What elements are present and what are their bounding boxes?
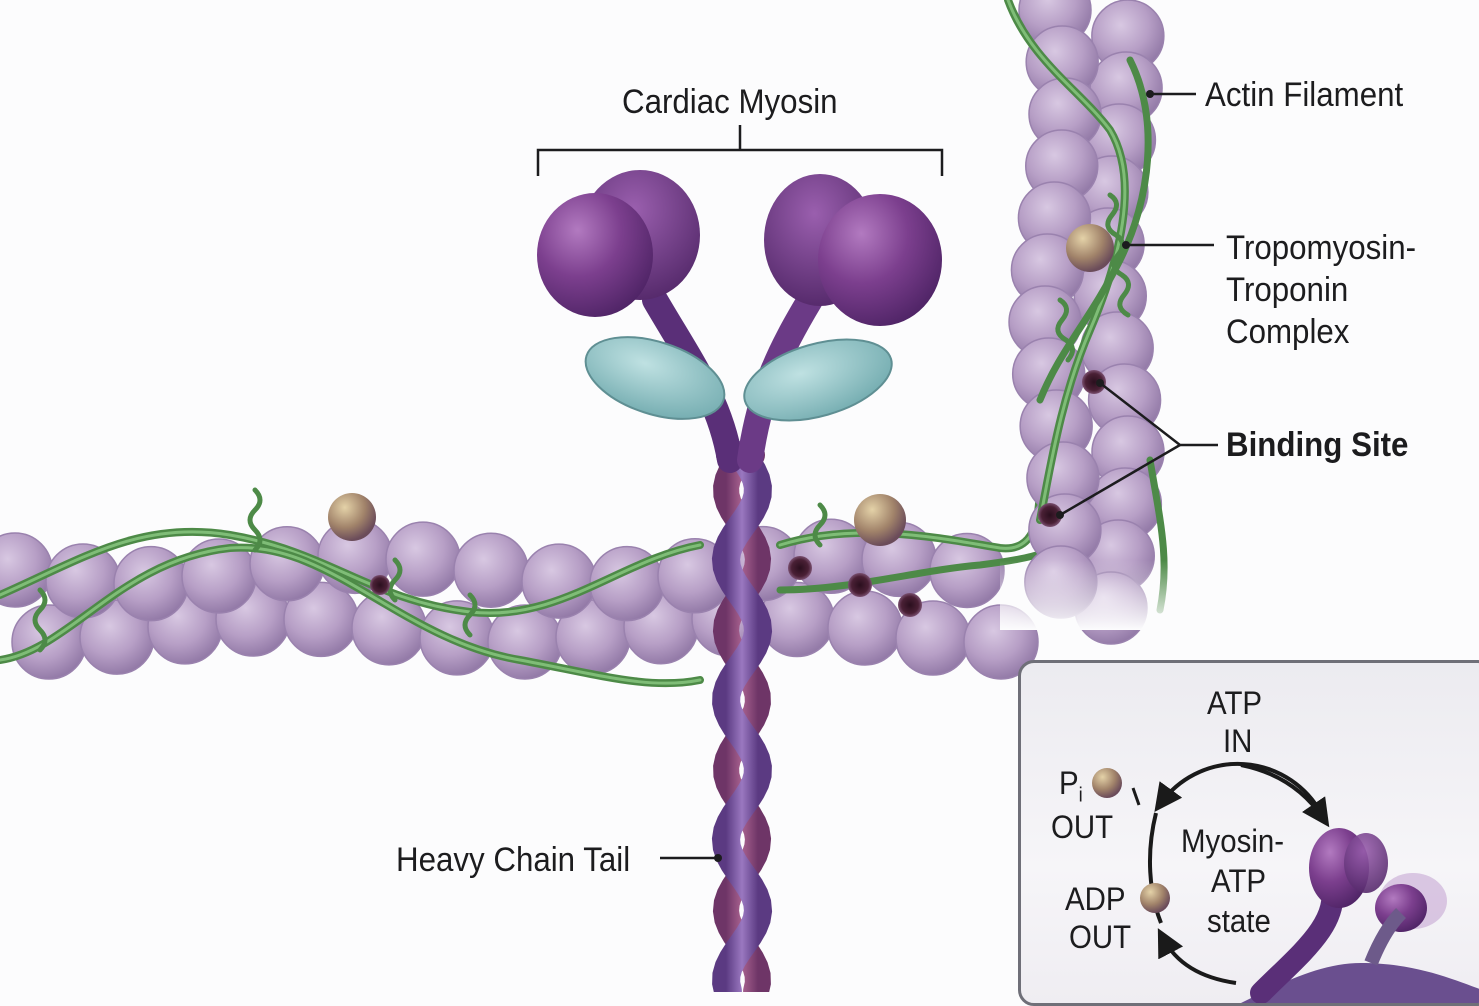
cycle-arrow-atp	[1240, 763, 1330, 828]
tropomyosin-label-line3: Complex	[1226, 313, 1350, 351]
binding-site-dot	[848, 573, 872, 597]
pi-symbol: P	[1059, 765, 1079, 801]
myosin-head-right-front	[818, 194, 942, 326]
cardiac-myosin-bracket	[536, 148, 944, 176]
myosin-molecule	[537, 170, 942, 992]
pi-subscript: i	[1078, 784, 1083, 807]
binding-site-dot	[1038, 503, 1062, 527]
state-label-line2: ATP	[1211, 863, 1267, 899]
adp-ball	[1140, 883, 1170, 913]
troponin-ball	[328, 493, 376, 541]
binding-site-dot	[370, 575, 390, 595]
state-label-line3: state	[1207, 903, 1271, 939]
cycle-arrow-bottom	[1157, 928, 1237, 985]
light-chain-right	[743, 338, 893, 422]
tropomyosin-label-line1: Tropomyosin-	[1226, 229, 1417, 267]
binding-site-dot	[788, 556, 812, 580]
leader-lines	[536, 92, 1218, 860]
myosin-head-left-front	[537, 193, 653, 317]
heavy-chain-tail	[711, 441, 773, 992]
troponin-ball	[1066, 224, 1114, 272]
binding-site-leader-2	[1059, 443, 1181, 517]
actin-bead	[827, 590, 903, 666]
binding-site-dot	[1082, 370, 1106, 394]
actin-filament-label: Actin Filament	[1205, 76, 1404, 114]
pi-out-word: OUT	[1051, 809, 1114, 845]
atp-cycle-inset: ATP IN Pi OUT ADP OUT Myosin- ATP state	[1018, 660, 1479, 1006]
atp-in-label-line1: ATP	[1207, 685, 1263, 721]
adp-out-label-line1: ADP	[1065, 881, 1126, 917]
vertical-tropomyosin-strands	[1004, 0, 1168, 614]
atp-in-label-line2: IN	[1223, 723, 1253, 759]
heavy-chain-tail-label: Heavy Chain Tail	[396, 841, 631, 879]
tropomyosin-label-line2: Troponin	[1226, 271, 1349, 309]
actin-bead	[453, 532, 529, 608]
cardiac-myosin-label: Cardiac Myosin	[622, 83, 838, 121]
state-label-line1: Myosin-	[1181, 823, 1285, 859]
binding-site-label: Binding Site	[1226, 426, 1409, 464]
troponin-ball	[854, 494, 906, 546]
atp-cycle-artwork	[1092, 761, 1479, 1003]
cycle-arrow-left	[1148, 812, 1163, 924]
pi-ball	[1092, 768, 1122, 798]
pi-out-label: Pi	[1059, 765, 1083, 813]
light-chain-left	[584, 336, 726, 420]
binding-site-dot	[898, 593, 922, 617]
adp-out-label-line2: OUT	[1069, 919, 1132, 955]
